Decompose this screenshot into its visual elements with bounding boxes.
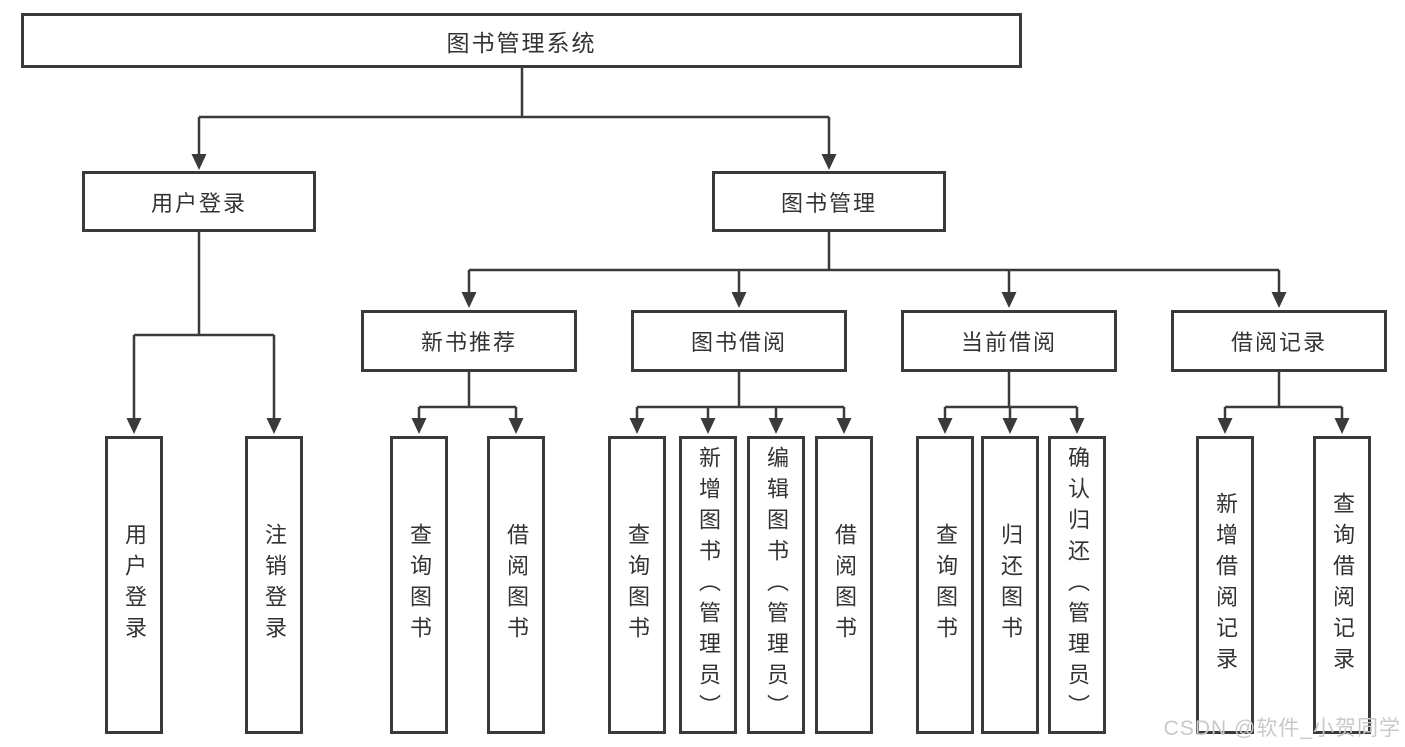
leaf-borrow-books-label: 借阅图书 — [832, 523, 857, 647]
leaf-return-books: 归还图书 — [981, 436, 1039, 734]
node-new-book-recommend-label: 新书推荐 — [420, 330, 517, 355]
node-user-login: 用户登录 — [82, 171, 316, 232]
node-borrow-records: 借阅记录 — [1171, 310, 1387, 372]
leaf-user-login-label: 用户登录 — [122, 523, 147, 647]
leaf-borrow-books: 借阅图书 — [815, 436, 873, 734]
node-root-label: 图书管理系统 — [446, 29, 597, 56]
leaf-current-query-books-label: 查询图书 — [933, 523, 958, 647]
connector-new-book-recommend-children — [411, 372, 524, 434]
node-user-login-label: 用户登录 — [150, 190, 247, 216]
node-current-borrow: 当前借阅 — [901, 310, 1117, 372]
leaf-add-books-admin-label: 新增图书（管理员） — [696, 445, 721, 725]
leaf-current-query-books: 查询图书 — [916, 436, 974, 734]
connector-book-borrow-children — [629, 372, 852, 434]
node-book-management: 图书管理 — [712, 171, 946, 232]
node-book-borrow-label: 图书借阅 — [690, 330, 787, 355]
leaf-recommend-borrow-books-label: 借阅图书 — [504, 523, 529, 647]
leaf-query-borrow-record: 查询借阅记录 — [1313, 436, 1371, 734]
connector-current-borrow-children — [937, 372, 1085, 434]
leaf-borrow-query-books-label: 查询图书 — [625, 523, 650, 647]
connector-book-mgmt-to-level3 — [461, 232, 1287, 308]
node-book-borrow: 图书借阅 — [631, 310, 847, 372]
leaf-edit-books-admin: 编辑图书（管理员） — [747, 436, 805, 734]
node-new-book-recommend: 新书推荐 — [361, 310, 577, 372]
leaf-user-login: 用户登录 — [105, 436, 163, 734]
leaf-recommend-query-books: 查询图书 — [390, 436, 448, 734]
leaf-edit-books-admin-label: 编辑图书（管理员） — [764, 445, 789, 725]
connector-root-to-level2 — [191, 68, 837, 170]
leaf-confirm-return-admin-label: 确认归还（管理员） — [1065, 445, 1090, 725]
connector-user-login-children — [126, 232, 282, 434]
leaf-confirm-return-admin: 确认归还（管理员） — [1048, 436, 1106, 734]
leaf-query-borrow-record-label: 查询借阅记录 — [1330, 492, 1355, 678]
leaf-recommend-query-books-label: 查询图书 — [407, 523, 432, 647]
leaf-return-books-label: 归还图书 — [998, 523, 1023, 647]
node-book-management-label: 图书管理 — [780, 190, 877, 216]
leaf-add-books-admin: 新增图书（管理员） — [679, 436, 737, 734]
leaf-borrow-query-books: 查询图书 — [608, 436, 666, 734]
csdn-watermark: CSDN @软件_小贺同学 — [1163, 717, 1401, 740]
connector-borrow-records-children — [1217, 372, 1350, 434]
node-root-book-management-system: 图书管理系统 — [21, 13, 1022, 68]
node-current-borrow-label: 当前借阅 — [960, 330, 1057, 355]
leaf-add-borrow-record: 新增借阅记录 — [1196, 436, 1254, 734]
leaf-logout: 注销登录 — [245, 436, 303, 734]
leaf-recommend-borrow-books: 借阅图书 — [487, 436, 545, 734]
node-borrow-records-label: 借阅记录 — [1230, 330, 1327, 355]
leaf-add-borrow-record-label: 新增借阅记录 — [1213, 492, 1238, 678]
leaf-logout-label: 注销登录 — [262, 523, 287, 647]
